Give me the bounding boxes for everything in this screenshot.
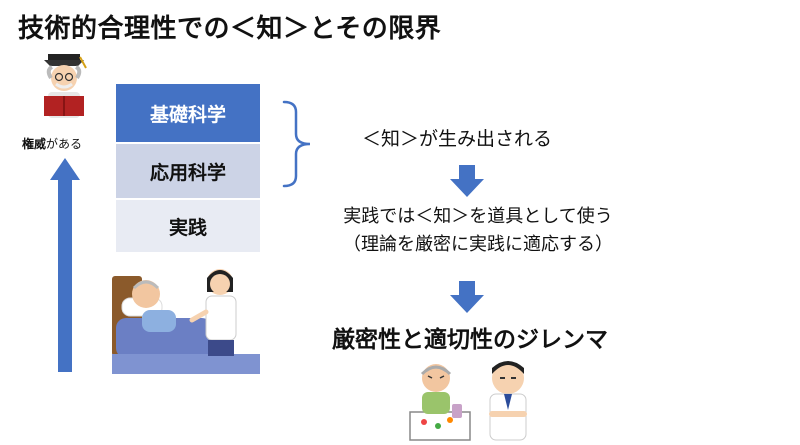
doctor-patient-illustration: [409, 361, 527, 441]
knowledge-generated-text: ＜知＞が生み出される: [362, 128, 553, 150]
down-arrow-icon: [450, 281, 484, 313]
authority-label-bold: 権威: [22, 137, 47, 151]
practice-use-line1: 実践では＜知＞を道具として使う: [343, 206, 613, 227]
practice-box: 実践: [116, 200, 260, 252]
dilemma-heading: 厳密性と適切性のジレンマ: [332, 327, 608, 353]
right-brace-icon: [282, 100, 311, 188]
authority-label-rest: がある: [46, 137, 83, 151]
up-arrow-icon: [50, 158, 80, 372]
practice-use-text: 実践では＜知＞を道具として使う （理論を厳密に実践に適応する）: [308, 203, 648, 259]
science-stack: 基礎科学 応用科学 実践: [116, 84, 260, 252]
down-arrow-icon: [450, 165, 484, 197]
professor-illustration: [44, 54, 87, 118]
basic-science-box: 基礎科学: [116, 84, 260, 144]
applied-science-box: 応用科学: [116, 144, 260, 200]
page-title: 技術的合理性での＜知＞とその限界: [18, 14, 442, 44]
practice-use-line2: （理論を厳密に実践に適応する）: [343, 234, 613, 255]
care-scene-illustration: [112, 269, 260, 374]
authority-label: 権威がある: [22, 135, 82, 152]
